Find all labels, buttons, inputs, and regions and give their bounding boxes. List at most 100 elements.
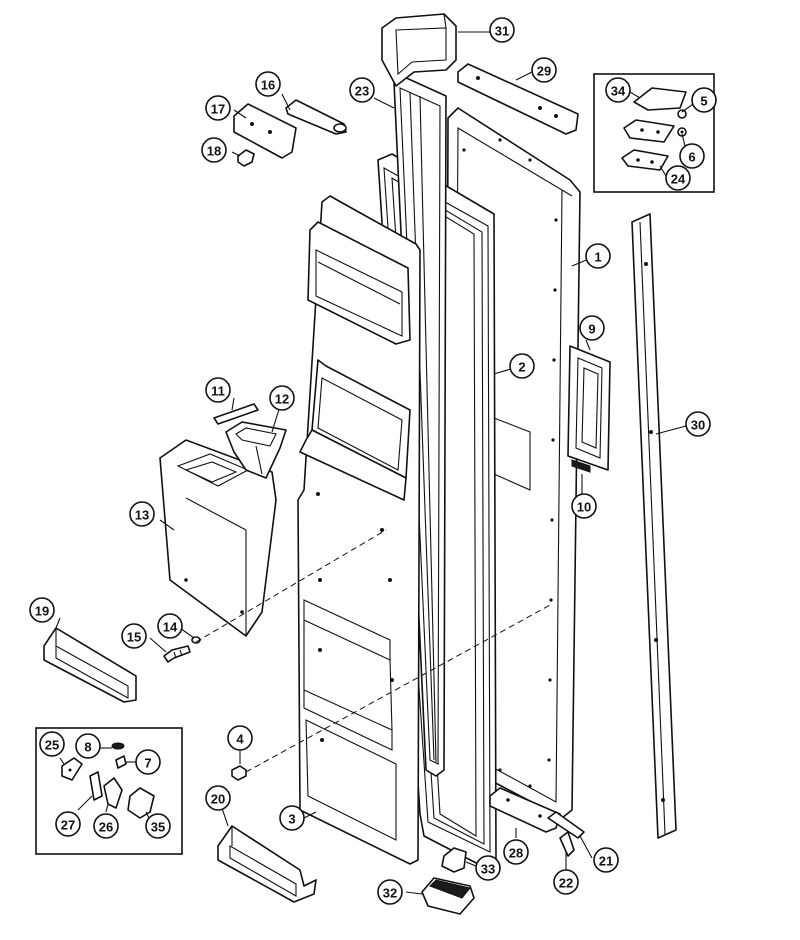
part-28-bottom-bracket [489,787,561,833]
callout-number: 23 [355,84,369,99]
callout-circle [685,411,711,437]
callout-number: 4 [236,732,244,747]
callout-circle [509,353,535,379]
callout-7: 7 [135,749,161,775]
callout-number: 28 [509,846,523,861]
callout-circle [55,811,81,837]
part-24-shim [621,149,669,171]
callout-number: 33 [481,862,495,877]
callout-number: 21 [599,854,613,869]
part-31-top-cap [381,13,457,87]
part-22-screw [559,831,575,857]
callout-circle [593,847,619,873]
callout-27: 27 [55,811,81,837]
callout-circle [585,243,611,269]
callout-35: 35 [145,813,171,839]
callout-circle [255,71,281,97]
callout-circle [39,731,65,757]
callout-number: 27 [61,818,75,833]
callout-number: 32 [383,886,397,901]
callout-number: 22 [559,876,573,891]
callout-number: 1 [594,250,601,265]
part-33-clip [441,847,467,873]
callout-31: 31 [489,17,515,43]
callout-33: 33 [475,855,501,881]
part-9-panel [567,345,611,471]
callout-20: 20 [205,785,231,811]
callout-circle [269,385,295,411]
callout-number: 9 [588,322,595,337]
callout-circle [279,805,305,831]
callout-17: 17 [205,95,231,121]
assembly-line-screw [245,603,553,773]
callout-5: 5 [691,87,717,113]
callout-number: 17 [211,102,225,117]
callout-11: 11 [205,377,231,403]
part-7-nut [115,755,127,769]
callout-number: 14 [163,620,178,635]
part-13-dispenser-housing [159,439,277,637]
callout-circle [145,813,171,839]
part-26-latch [103,777,123,809]
callout-2: 2 [509,353,535,379]
callout-circle [503,839,529,865]
assembly-line-dispenser [195,529,387,643]
callout-circle [205,95,231,121]
callout-circle [93,813,119,839]
callout-12: 12 [269,385,295,411]
callout-16: 16 [255,71,281,97]
part-10-clip [571,459,591,473]
part-20-bin [217,825,317,903]
callout-circle [553,869,579,895]
part-27-plate [89,771,103,801]
part-hinge-plate [623,119,675,143]
callout-10: 10 [571,493,597,519]
callout-number: 5 [700,94,707,109]
callout-circle [349,77,375,103]
callout-number: 2 [518,360,525,375]
part-25-bracket [61,757,83,781]
callout-circle [691,87,717,113]
callout-3: 3 [279,805,305,831]
callout-19: 19 [29,597,55,623]
callout-circle [157,613,183,639]
callout-circle [29,597,55,623]
callout-circle [205,377,231,403]
callout-21: 21 [593,847,619,873]
callout-number: 3 [288,812,295,827]
callout-28: 28 [503,839,529,865]
part-17-hinge-bracket [233,103,297,159]
callout-number: 20 [211,792,225,807]
callout-circle [377,879,403,905]
callout-circle [205,785,231,811]
callout-24: 24 [665,165,691,191]
part-29-bracket [457,63,579,135]
callout-number: 8 [84,740,91,755]
part-15-screw [163,645,191,663]
callout-circle [75,733,101,759]
callout-15: 15 [121,623,147,649]
part-18-screw [237,149,255,167]
callout-circle [665,165,691,191]
callout-circle [605,77,631,103]
callout-number: 24 [671,172,686,187]
callout-number: 18 [207,144,221,159]
callout-number: 7 [144,756,151,771]
callout-number: 15 [127,630,141,645]
callout-number: 34 [611,84,626,99]
callout-number: 10 [577,500,591,515]
part-11-bar [213,403,259,425]
callout-29: 29 [531,57,557,83]
callout-circle [227,725,253,751]
callout-30: 30 [685,411,711,437]
callout-23: 23 [349,77,375,103]
callout-8: 8 [75,733,101,759]
callout-13: 13 [129,501,155,527]
callout-1: 1 [585,243,611,269]
callout-number: 13 [135,508,149,523]
part-16-hinge-pin [285,99,347,135]
callout-number: 35 [151,820,165,835]
callout-number: 19 [35,604,49,619]
callout-22: 22 [553,869,579,895]
